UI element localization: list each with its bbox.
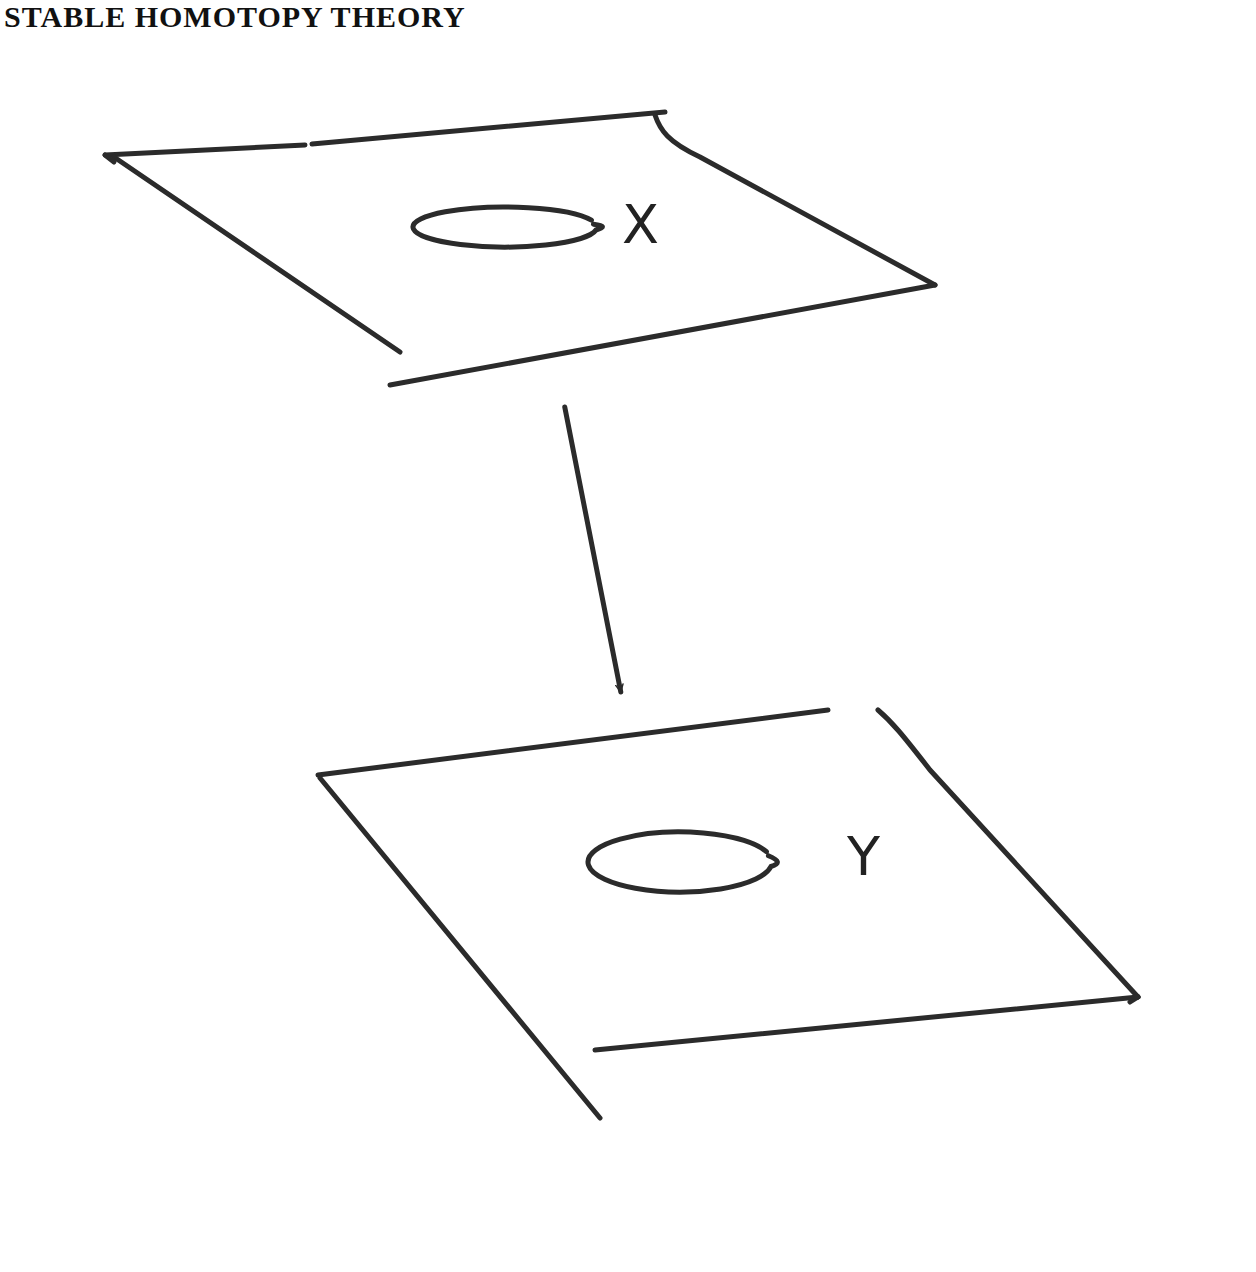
plane-sheet: X [100,100,945,395]
plane-edge [878,710,1138,997]
page-title: STABLE HOMOTOPY THEORY [4,0,466,34]
plane-edge [595,997,1138,1050]
plane-edge [105,145,305,155]
plane-edge [114,157,400,352]
map-arrow [565,407,621,692]
space-label: X [620,196,661,254]
loop-circle [413,207,602,247]
plane-edge [312,112,665,144]
plane-outline [310,700,1150,1125]
plane-edge [318,710,828,775]
plane-edge [390,285,935,385]
plane-edge [655,115,935,285]
space-label: Y [845,828,882,886]
plane-outline [100,100,945,395]
plane-edge [105,155,114,162]
plane-edge [320,778,600,1118]
plane-sheet: Y [310,700,1150,1125]
loop-circle [588,832,777,892]
